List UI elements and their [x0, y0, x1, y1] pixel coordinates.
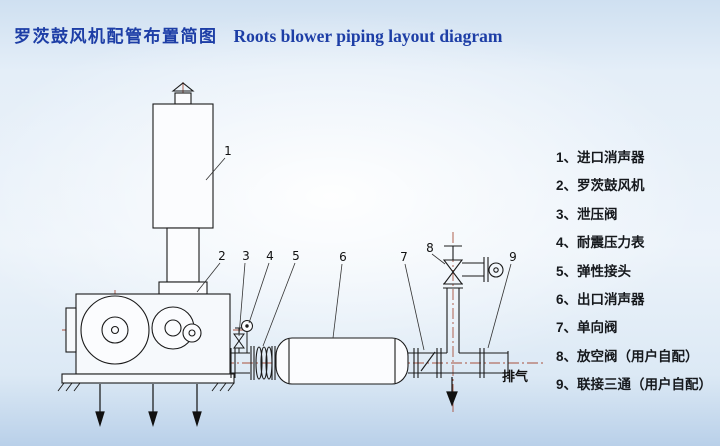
check-valve [413, 348, 442, 378]
callout-3: 3 [242, 249, 250, 263]
page-title: 罗茨鼓风机配管布置简图 Roots blower piping layout d… [14, 22, 503, 47]
legend-item-2: 2、罗茨鼓风机 [556, 178, 645, 194]
legend: 1、进口消声器 2、罗茨鼓风机 3、泄压阀 4、耐震压力表 5、弹性接头 6、出… [556, 144, 712, 400]
callout-leaders [196, 157, 512, 351]
callout-6: 6 [339, 250, 347, 264]
inlet-silencer [152, 82, 214, 295]
legend-item-1: 1、进口消声器 [556, 150, 645, 165]
title-chinese: 罗茨鼓风机配管布置简图 [14, 27, 218, 46]
page-header: 罗茨鼓风机配管布置简图 Roots blower piping layout d… [14, 22, 503, 47]
outlet-silencer [275, 337, 409, 385]
exhaust-label: 排气 [502, 369, 528, 385]
drain-arrow [446, 377, 458, 407]
vent-valve [442, 245, 504, 353]
pressure-gauge [241, 320, 253, 353]
legend-item-3: 3、泄压阀 [556, 206, 618, 222]
legend-item-9: 9、联接三通（用户自配） [556, 377, 713, 393]
bearing-housing [65, 307, 77, 353]
foundation-hatching [57, 382, 235, 392]
callout-5: 5 [292, 249, 300, 263]
connecting-tee [479, 348, 485, 378]
legend-item-5: 5、弹性接头 [556, 263, 632, 279]
blower-base [61, 373, 235, 384]
inlet-silencer-body [152, 103, 214, 229]
callout-7: 7 [400, 250, 408, 264]
legend-item-6: 6、出口消声器 [556, 291, 645, 307]
flexible-joint [250, 346, 276, 380]
shaft-end-circle [182, 323, 202, 343]
legend-item-8: 8、放空阀（用户自配） [556, 348, 699, 364]
callout-8: 8 [426, 241, 434, 255]
callout-1: 1 [224, 144, 232, 158]
title-english: Roots blower piping layout diagram [233, 26, 503, 46]
legend-item-4: 4、耐震压力表 [556, 235, 645, 251]
callout-4: 4 [266, 249, 274, 263]
callout-2: 2 [218, 249, 226, 263]
silencer-rain-cap [171, 82, 195, 92]
rotor-circle-large [80, 295, 150, 365]
callout-9: 9 [509, 250, 517, 264]
piping-diagram: 排气 1 2 3 4 5 6 7 8 9 [57, 82, 545, 428]
roots-blower [61, 293, 235, 384]
callout-numbers: 1 2 3 4 5 6 7 8 9 [218, 144, 517, 264]
anchor-arrows [95, 384, 202, 428]
legend-item-7: 7、单向阀 [556, 320, 618, 336]
